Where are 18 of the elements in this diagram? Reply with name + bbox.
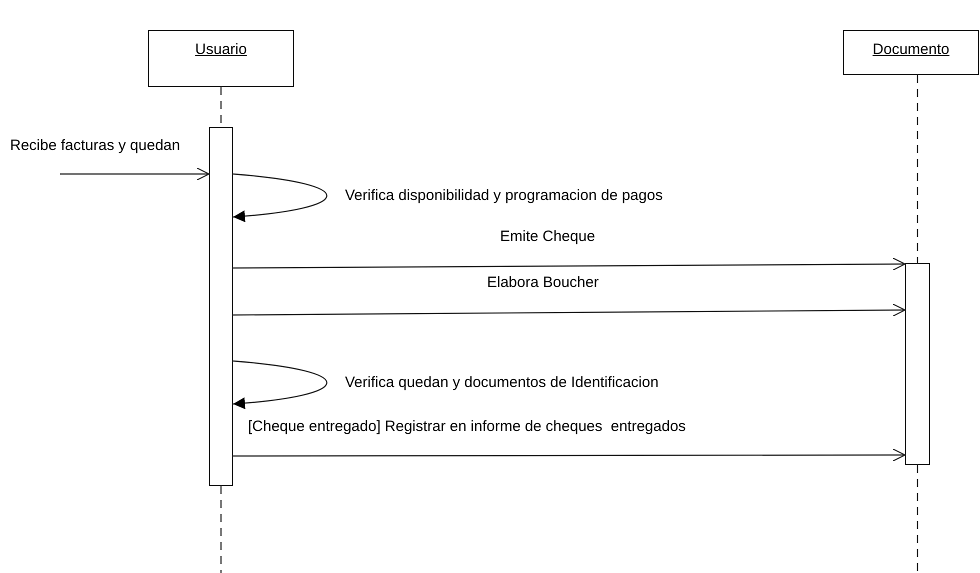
object-name: Usuario (195, 41, 247, 60)
message-label: Emite Cheque (500, 228, 596, 246)
message-arrow (233, 304, 906, 317)
activation-bar (209, 127, 233, 486)
object-box (843, 30, 979, 75)
message-label: Verifica quedan y documentos de Identificacion (345, 374, 659, 392)
object-box (148, 30, 294, 87)
activation-bar (905, 263, 930, 465)
message-label: Recibe facturas y quedan (10, 137, 180, 155)
message-label: [Cheque entregado] Registrar en informe de cheques entregados (248, 418, 686, 436)
message-arrow (233, 448, 906, 462)
self-message-arrow (232, 173, 328, 222)
lifeline (916, 75, 918, 263)
message-arrow (60, 167, 210, 181)
message-arrow (233, 258, 906, 271)
message-label: Verifica disponibilidad y programacion de pagos (345, 187, 663, 205)
object-name: Documento (872, 41, 950, 60)
self-message-arrow (232, 360, 328, 409)
